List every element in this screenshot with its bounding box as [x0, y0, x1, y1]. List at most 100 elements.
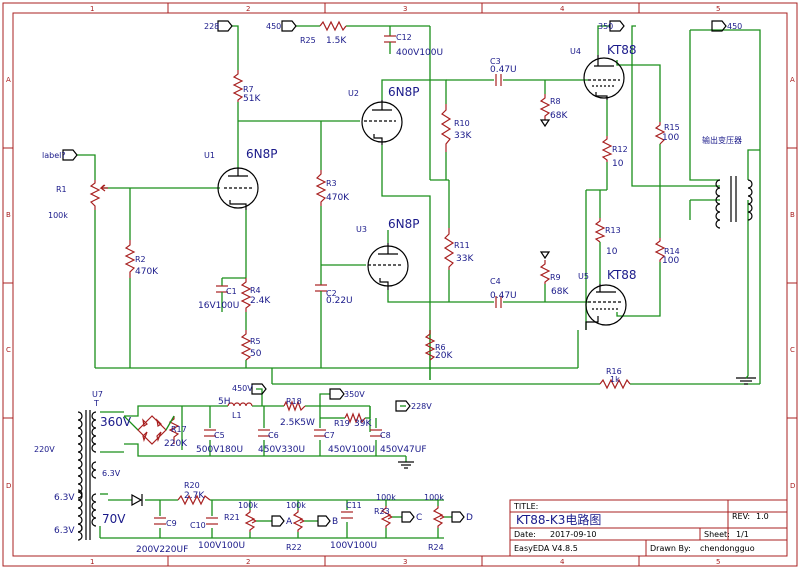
resistor-r6 [424, 330, 436, 361]
tube-u1-type: 6N8P [246, 147, 277, 161]
tool-name: EasyEDA V4.8.5 [514, 544, 578, 553]
c9-ref: C9 [166, 519, 177, 528]
r24-ref: R24 [428, 543, 444, 552]
c11-ref: C11 [346, 501, 362, 510]
diode-bias [131, 493, 143, 507]
resistor-r19 [344, 412, 366, 424]
r4-ref: R4 [250, 286, 261, 295]
border-col-1: 1 [90, 5, 94, 13]
r9-value: 68K [551, 287, 569, 297]
tube-u5-ref: U5 [578, 272, 589, 281]
net-label-450-right: 450 [727, 22, 742, 31]
r22-ref: R22 [286, 543, 302, 552]
r25-ref: R25 [300, 36, 316, 45]
transformer-360v: 360V [100, 415, 132, 429]
r2-ref: R2 [135, 255, 146, 264]
r3-value: 470K [326, 193, 350, 203]
r11-value: 33K [456, 254, 474, 264]
r4-value: 2.4K [250, 296, 271, 306]
c6-value: 450V330U [258, 445, 305, 455]
c11-value: 100V100U [330, 541, 377, 551]
r16-ref: R16 [606, 367, 622, 376]
net-flag-r9-arrow [539, 251, 551, 260]
potentiometer-r24 [432, 506, 444, 528]
bias-output-d: D [466, 513, 473, 523]
power-transformer [77, 410, 124, 541]
r10-ref: R10 [454, 119, 470, 128]
title-block: TITLE: KT88-K3电路图 REV: 1.0 Date: 2017-09… [509, 499, 788, 557]
bias-output-flags: A B C D [271, 511, 473, 527]
c9-value: 200V220UF [136, 545, 188, 555]
net-flag-450v: 450V [232, 383, 267, 395]
r18-value: 2.5K5W [280, 418, 315, 428]
border-col-5: 5 [716, 5, 720, 13]
r1-ref: R1 [56, 185, 67, 194]
date-value: 2017-09-10 [550, 530, 597, 539]
resistor-r16 [599, 378, 631, 390]
r10-value: 33K [454, 131, 472, 141]
tube-u4-ref: U4 [570, 47, 581, 56]
tube-u5 [585, 284, 627, 330]
r1-value: 100k [48, 211, 68, 220]
r13-value: 10 [606, 247, 618, 257]
c10-value: 100V100U [198, 541, 245, 551]
net-flag-450: 450 [266, 20, 297, 32]
bias-output-b: B [332, 517, 338, 527]
resistor-r2 [124, 240, 136, 278]
capacitor-c10 [206, 517, 218, 525]
inductor-l1 [227, 402, 253, 407]
output-transformer [715, 176, 753, 229]
r7-ref: R7 [243, 85, 254, 94]
r15-value: 100 [662, 133, 679, 143]
potentiometer-r21 [244, 510, 256, 532]
c4-value: 0.47U [490, 291, 517, 301]
net-flag-228: 228 [204, 20, 233, 32]
c2-ref: C2 [326, 289, 337, 298]
r8-value: 68K [550, 111, 568, 121]
r14-ref: R14 [664, 247, 680, 256]
bridge-rectifier [123, 415, 175, 445]
border-col-2-bottom: 2 [246, 558, 250, 566]
capacitor-c7 [314, 429, 326, 437]
r6-ref: R6 [435, 343, 446, 352]
u7-ref: U7 [92, 390, 103, 399]
net-flag-450-right: 450 [711, 20, 742, 32]
potentiometer-r22 [292, 510, 304, 532]
ground-icon [736, 375, 756, 385]
r5-value: 50 [250, 349, 262, 359]
border-row-b-right: B [790, 211, 795, 219]
tube-u4 [583, 55, 625, 100]
potentiometer-r1 [89, 180, 101, 210]
border-row-c: C [6, 346, 11, 354]
u7-sub: T [93, 399, 99, 408]
r23-value: 100k [376, 493, 396, 502]
transformer-70v: 70V [102, 512, 126, 526]
resistor-r3 [315, 170, 327, 206]
c5-ref: C5 [214, 431, 225, 440]
ground-symbols [398, 375, 756, 469]
r15-ref: R15 [664, 123, 680, 132]
border-col-2: 2 [246, 5, 250, 13]
r12-ref: R12 [612, 145, 628, 154]
capacitor-c5 [204, 429, 216, 437]
c8-ref: C8 [380, 431, 391, 440]
border-row-a: A [6, 76, 11, 84]
drawn-label: Drawn By: [650, 544, 691, 553]
net-labels: 228 450 350 450 label? 450V 350V 228V [42, 20, 742, 412]
resistor-r9 [539, 260, 551, 284]
tube-u3 [367, 243, 409, 290]
capacitor-c8 [370, 429, 382, 437]
r9-ref: R9 [550, 273, 561, 282]
r7-value: 51K [243, 94, 261, 104]
capacitor-c4 [495, 296, 502, 308]
border-row-d-right: D [790, 482, 795, 490]
capacitor-c12 [384, 35, 396, 46]
tube-u3-type: 6N8P [388, 217, 419, 231]
resistor-r13 [594, 218, 606, 243]
bias-potentiometers [244, 506, 445, 532]
tube-u4-type: KT88 [607, 43, 637, 57]
border-col-3-bottom: 3 [403, 558, 407, 566]
sheet-value: 1/1 [736, 530, 749, 539]
border-col-3: 3 [403, 5, 407, 13]
